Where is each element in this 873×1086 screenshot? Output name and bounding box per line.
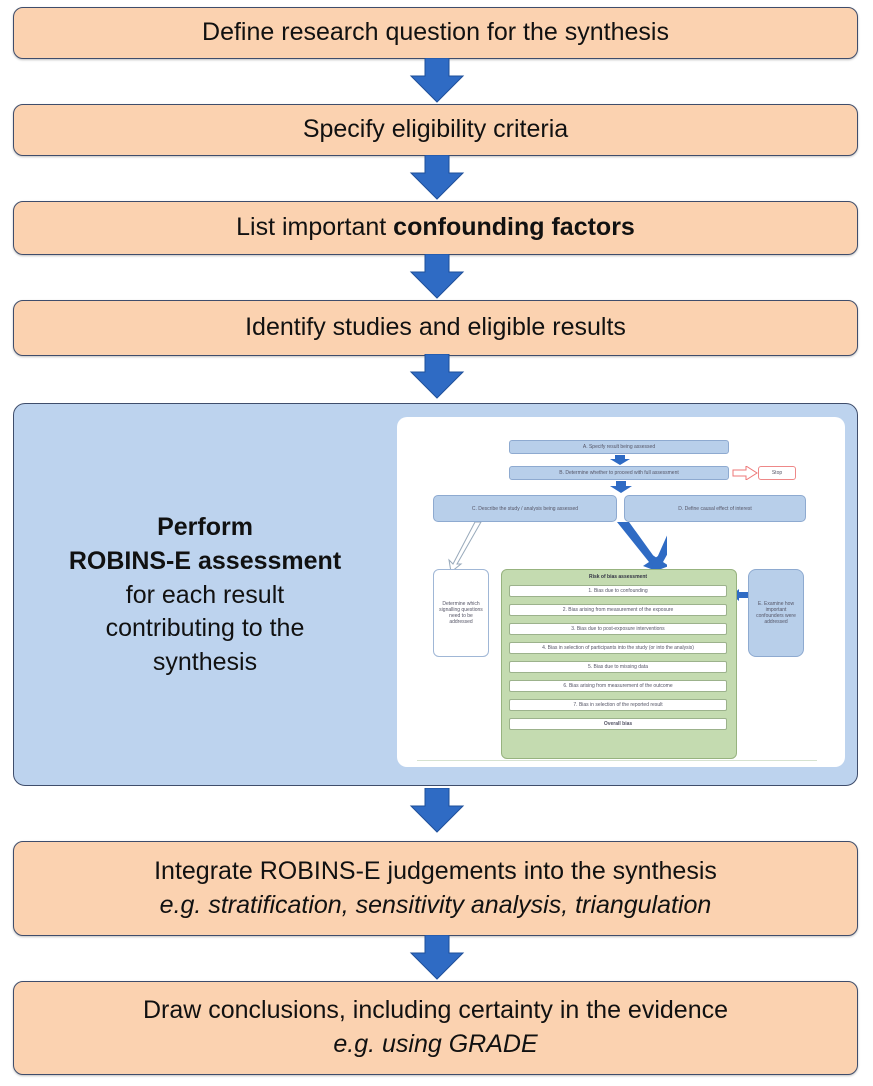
rob-title: Risk of bias assessment [588,574,648,580]
step-define-question: Define research question for the synthes… [13,7,858,59]
down-arrow-icon [409,58,465,103]
diagram-stop: Stop [758,466,796,480]
step-text: Specify eligibility criteria [302,115,569,144]
assessment-line: ROBINS-E assessment [68,546,342,575]
diagram-right-note: E. Examine how important confounders wer… [748,569,804,657]
mini-down-arrow-icon [610,455,630,465]
step-text-plain: List important [236,213,394,242]
down-arrow-icon [409,354,465,399]
diagram-step-b: B. Determine whether to proceed with ful… [509,466,729,480]
down-arrow-icon [409,254,465,299]
rob-domain: 7. Bias in selection of the reported res… [509,699,727,711]
step-draw-conclusions: Draw conclusions, including certainty in… [13,981,858,1075]
assessment-line: contributing to the [105,614,305,643]
rob-domain: 2. Bias arising from measurement of the … [509,604,727,616]
step-integrate: Integrate ROBINS-E judgements into the s… [13,841,858,936]
rob-domain: 4. Bias in selection of participants int… [509,642,727,654]
diagram-step-a: A. Specify result being assessed [509,440,729,454]
assessment-panel: Perform ROBINS-E assessment for each res… [13,403,858,786]
mini-down-arrow-icon [610,481,632,493]
down-arrow-icon [409,788,465,833]
assessment-line: for each result [125,580,285,609]
step-identify-studies: Identify studies and eligible results [13,300,858,356]
rob-domain: 6. Bias arising from measurement of the … [509,680,727,692]
mini-right-arrow-icon [732,466,758,480]
assessment-line: Perform [157,513,253,542]
diagram-left-note: Determine which signalling questions nee… [433,569,489,657]
step-text: List important confounding factors [236,211,635,245]
mini-diagonal-arrows-icon [448,522,667,572]
assessment-text: Perform ROBINS-E assessment for each res… [14,404,396,787]
step-text: Identify studies and eligible results [245,313,626,342]
diagram-divider [417,760,817,761]
down-arrow-icon [409,155,465,200]
step-text: Define research question for the synthes… [202,18,669,47]
diagram-step-d: D. Define causal effect of interest [624,495,806,522]
conclude-line1: Draw conclusions, including certainty in… [142,996,729,1025]
robins-e-diagram: A. Specify result being assessed B. Dete… [397,417,845,767]
diagram-step-c: C. Describe the study / analysis being a… [433,495,617,522]
integrate-line1: Integrate ROBINS-E judgements into the s… [154,856,717,885]
rob-overall: Overall bias [509,718,727,730]
step-text-bold: confounding factors [393,213,635,242]
conclude-line2: e.g. using GRADE [333,1030,538,1058]
assessment-line: synthesis [152,648,258,677]
rob-domain: 1. Bias due to confounding [509,585,727,597]
rob-domain: 3. Bias due to post-exposure interventio… [509,623,727,635]
integrate-line2: e.g. stratification, sensitivity analysi… [159,890,712,919]
step-eligibility: Specify eligibility criteria [13,104,858,156]
rob-domain: 5. Bias due to missing data [509,661,727,673]
down-arrow-icon [409,935,465,980]
step-confounding: List important confounding factors [13,201,858,255]
